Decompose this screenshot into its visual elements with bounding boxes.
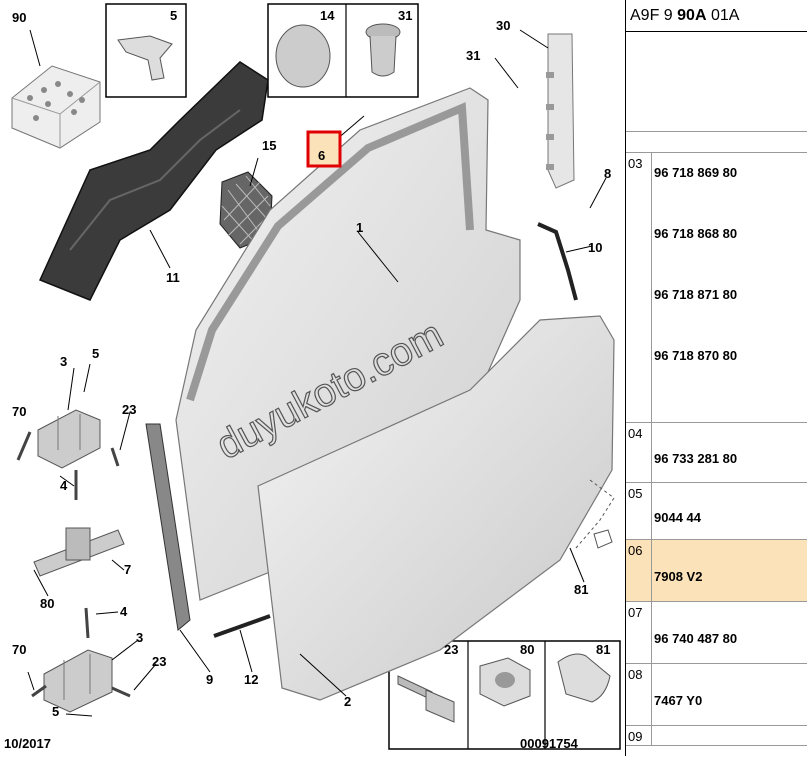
callout-23-inset[interactable]: 23 xyxy=(444,642,458,657)
part-80-nut xyxy=(479,657,531,707)
callout-10[interactable]: 10 xyxy=(588,240,602,255)
callout-4-lower[interactable]: 4 xyxy=(120,604,128,619)
part-7-check-strap xyxy=(33,527,125,577)
callout-3-lower[interactable]: 3 xyxy=(136,630,143,645)
callout-7[interactable]: 7 xyxy=(124,562,131,577)
callout-3-upper[interactable]: 3 xyxy=(60,354,67,369)
row-part-numbers: 7908 V2 xyxy=(652,540,807,584)
part-number[interactable]: 96 718 871 80 xyxy=(654,287,738,302)
panel-blank-block xyxy=(626,32,807,132)
part-number[interactable]: 7908 V2 xyxy=(654,569,703,584)
row-part-numbers: 9044 44 xyxy=(652,483,807,525)
callout-5-lower[interactable]: 5 xyxy=(52,704,59,719)
part-2-door-skin xyxy=(257,315,615,701)
row-part-numbers: 96 740 487 80 xyxy=(652,602,807,646)
parts-row-09[interactable]: 09 xyxy=(626,726,807,746)
callout-8[interactable]: 8 xyxy=(604,166,611,181)
callout-1[interactable]: 1 xyxy=(356,220,363,235)
row-index: 06 xyxy=(626,540,652,601)
inset-box-14-31 xyxy=(267,3,419,98)
inset-box-23-80-81 xyxy=(388,640,621,750)
callout-11[interactable]: 11 xyxy=(166,270,180,285)
part-10-seal xyxy=(537,222,578,301)
callout-5-upper[interactable]: 5 xyxy=(92,346,99,361)
callout-31[interactable]: 31 xyxy=(466,48,480,63)
diagram-doc-number: 00091754 xyxy=(520,736,579,751)
reference-header: A9F 9 90A 01A xyxy=(626,0,807,32)
row-part-numbers: 96 733 281 80 xyxy=(652,423,807,466)
exploded-view-svg: duyukoto.com 90 5 14 31 30 31 6 15 11 1 … xyxy=(4,3,621,751)
reference-prefix: A9F 9 xyxy=(630,7,678,24)
callout-2[interactable]: 2 xyxy=(344,694,351,709)
part-81-bumper xyxy=(557,653,611,703)
part-23-bolt xyxy=(397,675,455,723)
part-30-trim-strip xyxy=(546,33,575,189)
callout-14[interactable]: 14 xyxy=(320,8,335,23)
callout-5-inset[interactable]: 5 xyxy=(170,8,177,23)
callout-81[interactable]: 81 xyxy=(574,582,588,597)
row-index: 04 xyxy=(626,423,652,482)
row-index: 03 xyxy=(626,153,652,422)
callout-6[interactable]: 6 xyxy=(318,148,325,163)
callout-30[interactable]: 30 xyxy=(496,18,510,33)
row-index: 07 xyxy=(626,602,652,663)
panel-gap-row xyxy=(626,132,807,153)
part-number[interactable]: 96 733 281 80 xyxy=(654,451,738,466)
callout-90[interactable]: 90 xyxy=(12,10,26,25)
part-5-clip xyxy=(117,35,173,81)
callout-6-highlight-box[interactable] xyxy=(306,130,342,168)
callout-9[interactable]: 9 xyxy=(206,672,213,687)
inset-box-5 xyxy=(105,3,187,98)
callout-23-upper[interactable]: 23 xyxy=(122,402,136,417)
callout-15[interactable]: 15 xyxy=(262,138,276,153)
part-number[interactable]: 7467 Y0 xyxy=(654,693,703,708)
part-14-disc xyxy=(275,24,331,88)
part-9-strip xyxy=(145,423,191,631)
part-number[interactable]: 96 718 869 80 xyxy=(654,165,738,180)
part-11-watershield xyxy=(38,61,269,301)
diagram-date: 10/2017 xyxy=(4,736,51,751)
callout-80[interactable]: 80 xyxy=(40,596,54,611)
callout-70-lower[interactable]: 70 xyxy=(12,642,26,657)
callout-4-upper[interactable]: 4 xyxy=(60,478,68,493)
row-part-numbers: 7467 Y0 xyxy=(652,664,807,708)
part-number[interactable]: 9044 44 xyxy=(654,509,701,525)
row-part-numbers xyxy=(652,726,807,734)
row-index: 05 xyxy=(626,483,652,539)
callout-12[interactable]: 12 xyxy=(244,672,258,687)
callout-70-upper[interactable]: 70 xyxy=(12,404,26,419)
reference-suffix: 01A xyxy=(706,7,740,24)
part-3-hinge-lower xyxy=(43,649,113,713)
callout-31-inset[interactable]: 31 xyxy=(398,8,412,23)
part-number[interactable]: 96 740 487 80 xyxy=(654,631,738,646)
part-number[interactable]: 96 718 868 80 xyxy=(654,226,738,241)
callout-81-inset[interactable]: 81 xyxy=(596,642,610,657)
parts-diagram: duyukoto.com 90 5 14 31 30 31 6 15 11 1 … xyxy=(4,3,621,751)
part-90-clip-kit xyxy=(11,65,101,149)
part-number[interactable]: 96 718 870 80 xyxy=(654,348,738,363)
row-part-numbers: 96 718 869 80 96 718 868 80 96 718 871 80 9… xyxy=(652,153,807,363)
part-31-plug xyxy=(365,23,401,77)
row-index: 08 xyxy=(626,664,652,725)
part-12-bar xyxy=(213,614,271,638)
callout-23-lower[interactable]: 23 xyxy=(152,654,166,669)
reference-bold: 90A xyxy=(677,7,707,24)
row-index: 09 xyxy=(626,726,652,745)
callout-80-inset[interactable]: 80 xyxy=(520,642,534,657)
part-3-hinge-upper xyxy=(37,409,101,469)
